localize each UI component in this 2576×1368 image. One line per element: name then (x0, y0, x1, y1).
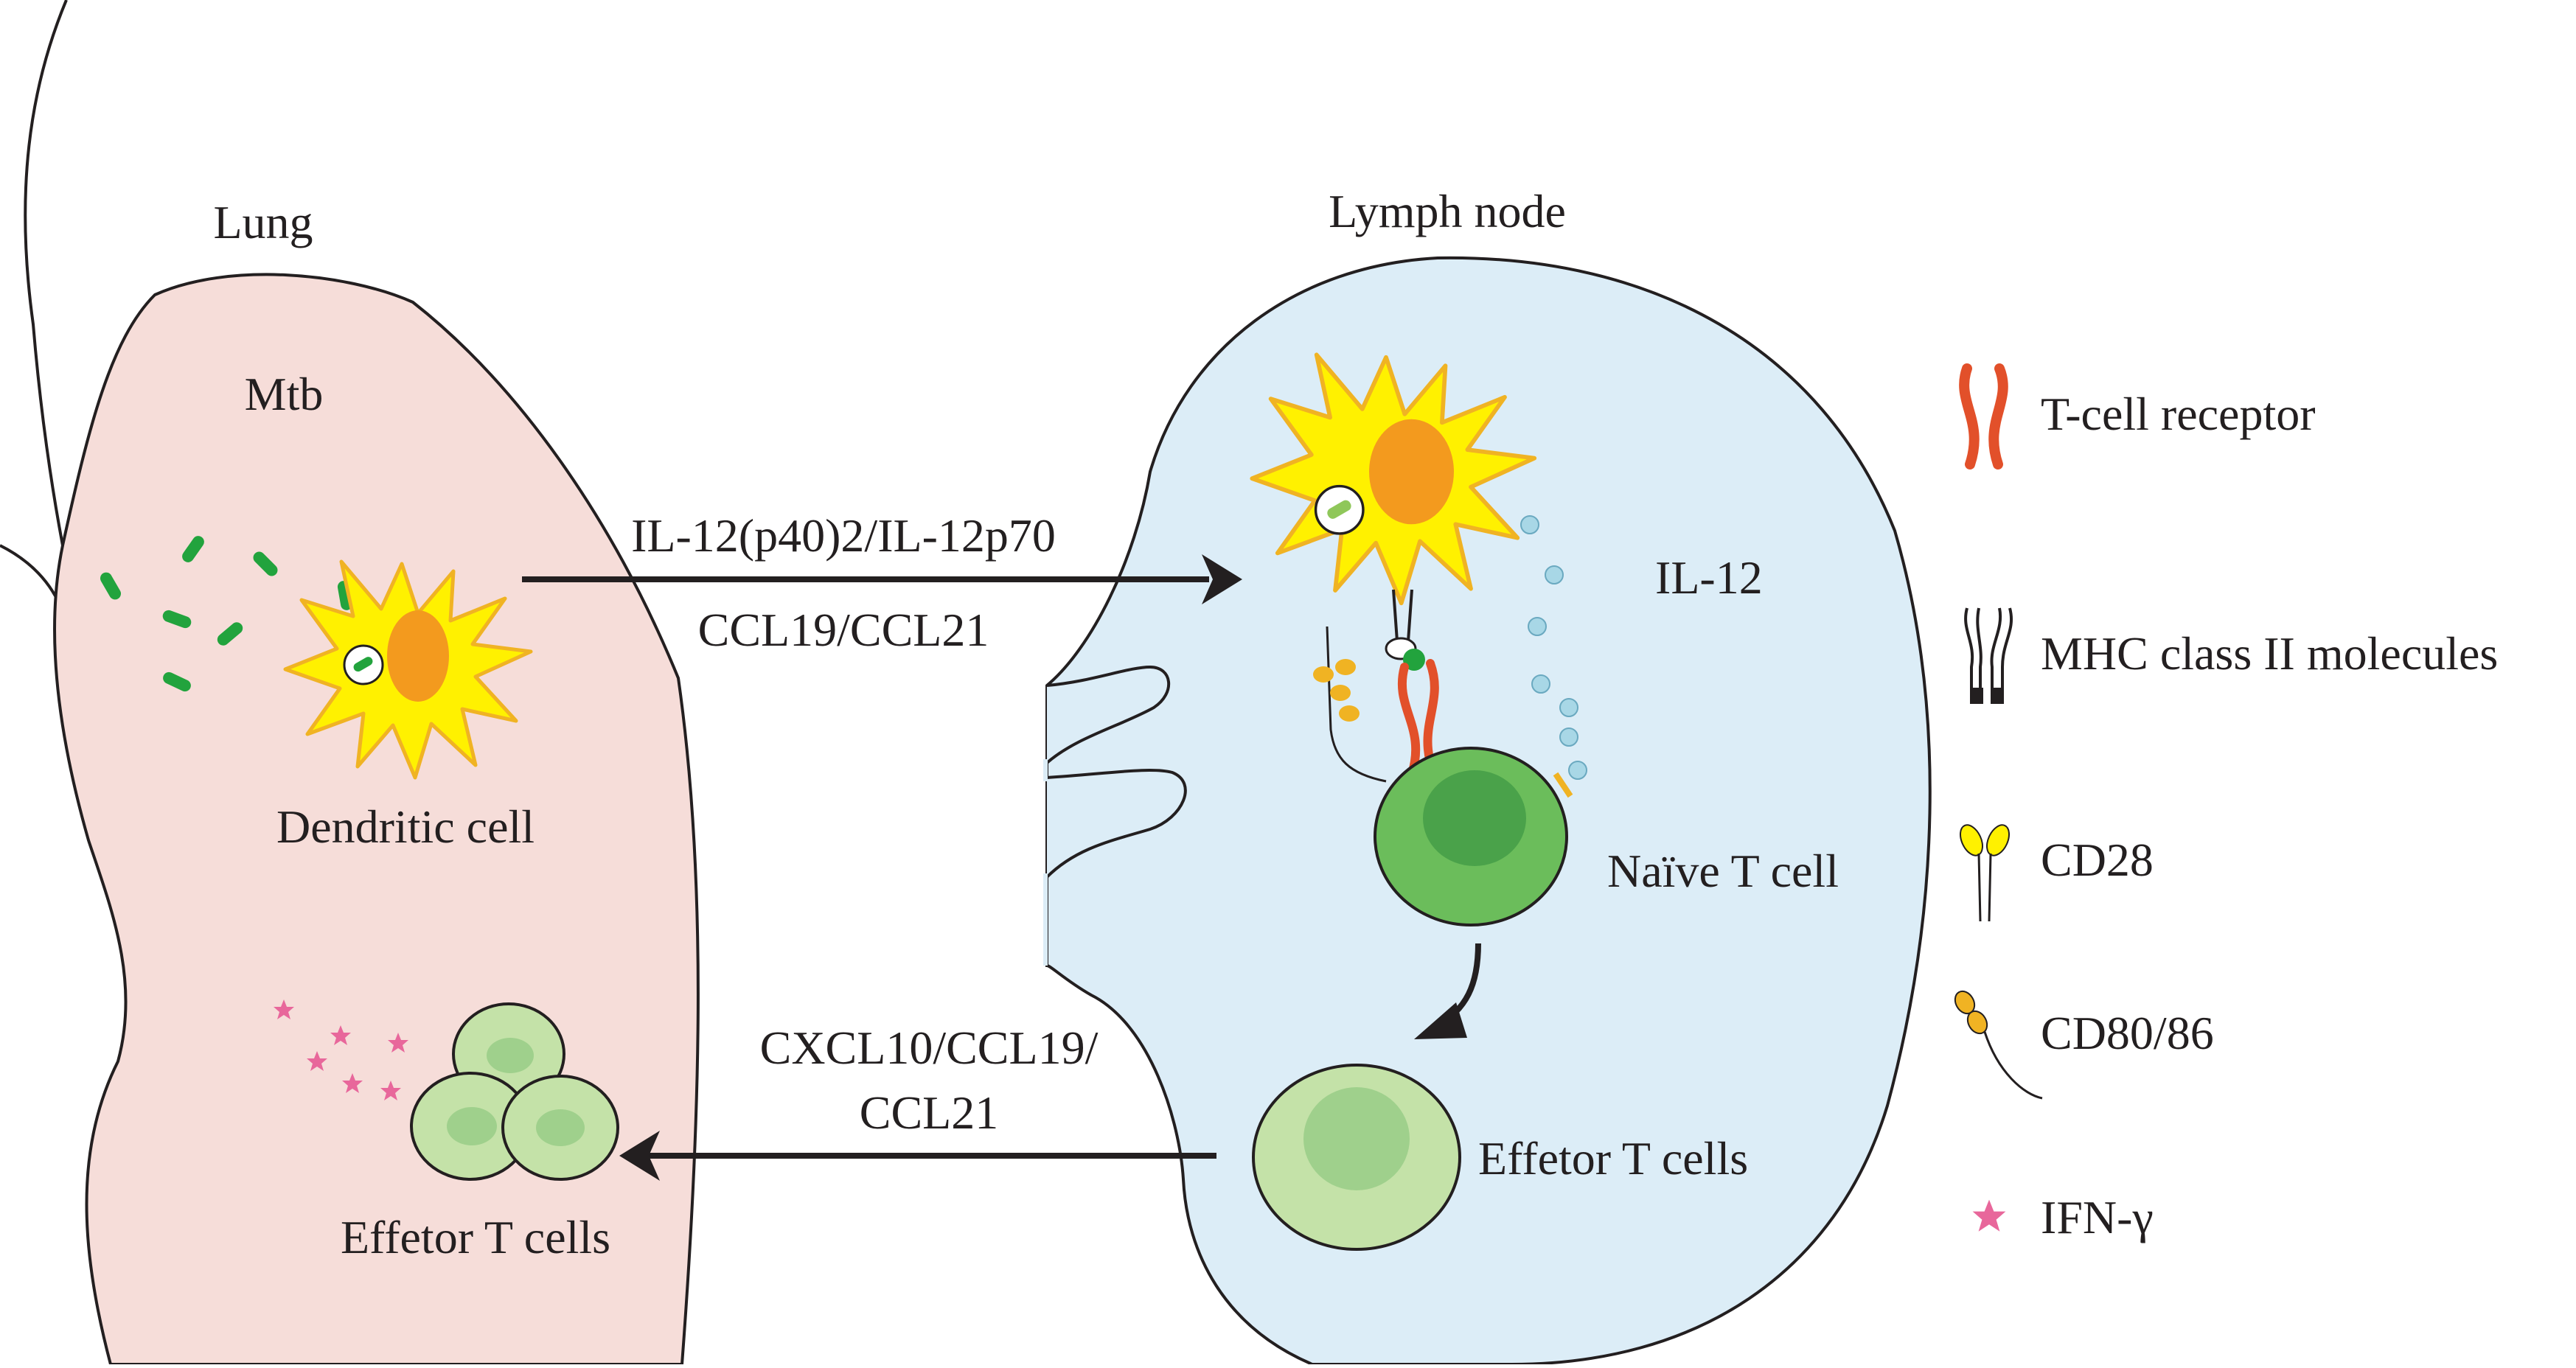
lung-effector-t-cells (410, 1002, 619, 1181)
lung-title: Lung (213, 196, 313, 248)
lymph-effector-t-cell (1252, 1064, 1461, 1251)
lymph-node-title: Lymph node (1329, 185, 1566, 237)
naive-t-cell-label: Naïve T cell (1607, 845, 1839, 897)
il12-dots (1520, 515, 1587, 780)
mhc-class-ii-icon (1964, 607, 2013, 704)
legend-t-cell-receptor-label: T-cell receptor (2041, 388, 2316, 440)
cd28-icon (1959, 824, 2011, 922)
lung-branch-line (0, 544, 64, 613)
legend-mhc-class-ii-label: MHC class II molecules (2041, 627, 2499, 680)
il12-label: IL-12 (1655, 551, 1763, 604)
differentiation-arrow (1414, 943, 1481, 1039)
mtb-label: Mtb (244, 368, 324, 420)
arrow-to-lymph-line2: CCL19/CCL21 (697, 604, 989, 656)
lymph-node-region (1032, 256, 1932, 1366)
arrow-to-lymph-line1: IL-12(p40)2/IL-12p70 (631, 509, 1056, 562)
lung-region (0, 0, 700, 1366)
lung-effector-t-cells-label: Effetor T cells (340, 1211, 611, 1263)
cd80-86-icon (1954, 990, 2043, 1100)
lung-dendritic-cell (285, 562, 531, 778)
ifn-gamma-icon (1972, 1199, 2006, 1232)
lymph-effector-t-cells-label: Effetor T cells (1478, 1132, 1749, 1184)
legend-ifn-gamma-label: IFN-γ (2041, 1191, 2154, 1243)
lymph-hilum-vessels (1045, 665, 1187, 879)
legend-cd28-label: CD28 (2041, 834, 2154, 886)
legend-cd80-86-label: CD80/86 (2041, 1007, 2214, 1059)
naive-t-cell (1374, 747, 1568, 926)
lung-outline-line (24, 0, 68, 546)
arrow-to-lung-line2: CCL21 (859, 1086, 999, 1139)
lymph-hilum-gap (1032, 678, 1045, 973)
arrow-to-lymph-node (522, 554, 1242, 604)
lymph-dendritic-cell (1252, 355, 1534, 603)
arrow-to-lung-line1: CXCL10/CCL19/ (759, 1022, 1099, 1074)
t-cell-receptor-icon (1959, 363, 2008, 470)
lung-dendritic-cell-label: Dendritic cell (276, 800, 535, 853)
arrow-to-lung (619, 1131, 1216, 1181)
